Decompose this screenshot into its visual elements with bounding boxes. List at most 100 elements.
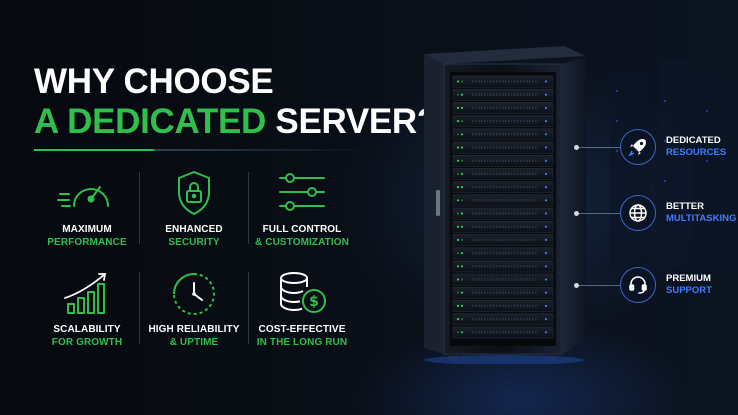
status-led [460, 278, 464, 281]
callout-subtitle: MULTITASKING [666, 213, 737, 224]
status-led [456, 238, 460, 241]
shield-lock-icon [178, 171, 210, 215]
activity-led [544, 120, 548, 123]
status-led [460, 106, 464, 109]
activity-led [544, 291, 548, 294]
status-led [460, 80, 464, 83]
status-led [460, 93, 464, 96]
divider [139, 172, 140, 244]
status-led [456, 133, 460, 136]
status-led [460, 265, 464, 268]
status-led [460, 146, 464, 149]
feature-subtitle: FOR GROWTH [51, 337, 123, 348]
activity-led [544, 318, 548, 321]
activity-led [544, 238, 548, 241]
activity-led [544, 186, 548, 189]
status-led [460, 318, 464, 321]
activity-led [544, 278, 548, 281]
callout-connector [578, 285, 620, 286]
status-led [456, 212, 460, 215]
headline-accent: A DEDICATED [34, 102, 266, 141]
activity-led [544, 133, 548, 136]
connector-dot [574, 145, 579, 150]
status-led [456, 93, 460, 96]
divider [139, 272, 140, 344]
rocket-icon [628, 139, 646, 157]
clock-icon [173, 273, 215, 315]
divider [248, 172, 249, 244]
status-led [456, 331, 460, 334]
feature-subtitle: SECURITY [168, 237, 220, 248]
background-racks [610, 60, 738, 274]
feature-title: HIGH RELIABILITY [148, 324, 240, 335]
status-led [460, 199, 464, 202]
callout-resources: DEDICATED RESOURCES [620, 129, 738, 165]
callout-title: PREMIUM [666, 273, 711, 284]
status-led [460, 212, 464, 215]
status-led [456, 225, 460, 228]
callout-subtitle: RESOURCES [666, 147, 727, 158]
callout-title: DEDICATED [666, 135, 721, 146]
status-led [456, 304, 460, 307]
server-rack-illustration [424, 46, 586, 364]
database-dollar-icon: $ [280, 272, 326, 313]
status-led [460, 159, 464, 162]
connector-dot [574, 283, 579, 288]
feature-subtitle: & UPTIME [169, 337, 219, 348]
connector-dot [574, 211, 579, 216]
sliders-icon [279, 173, 325, 211]
status-led [460, 186, 464, 189]
status-led [460, 225, 464, 228]
callout-icon-circle [620, 195, 656, 231]
status-led [460, 291, 464, 294]
status-led [456, 80, 460, 83]
status-led [456, 265, 460, 268]
activity-led [544, 172, 548, 175]
headline-line-1: WHY CHOOSE [34, 62, 274, 101]
title-underline [34, 149, 372, 151]
svg-text:$: $ [309, 294, 319, 310]
status-led [456, 318, 460, 321]
status-led [460, 238, 464, 241]
activity-led [544, 225, 548, 228]
feature-title: SCALABILITY [53, 324, 121, 335]
activity-led [544, 106, 548, 109]
globe-icon [629, 204, 647, 222]
status-led [456, 120, 460, 123]
status-led [460, 252, 464, 255]
status-led [456, 106, 460, 109]
feature-subtitle: IN THE LONG RUN [256, 337, 348, 348]
activity-led [544, 252, 548, 255]
status-led [456, 291, 460, 294]
callout-support: PREMIUM SUPPORT [620, 267, 738, 303]
feature-title: COST-EFFECTIVE [258, 324, 346, 335]
status-led [460, 172, 464, 175]
feature-subtitle: PERFORMANCE [47, 237, 127, 248]
activity-led [544, 304, 548, 307]
status-led [460, 331, 464, 334]
status-led [456, 172, 460, 175]
callout-icon-circle [620, 267, 656, 303]
feature-title: FULL CONTROL [262, 224, 342, 235]
callout-subtitle: SUPPORT [666, 285, 712, 296]
callout-connector [578, 213, 620, 214]
callout-title: BETTER [666, 201, 704, 212]
activity-led [544, 93, 548, 96]
speedometer-icon [57, 186, 109, 207]
status-led [456, 146, 460, 149]
activity-led [544, 212, 548, 215]
activity-led [544, 265, 548, 268]
status-led [456, 252, 460, 255]
callout-connector [578, 147, 620, 148]
activity-led [544, 80, 548, 83]
feature-title: MAXIMUM [62, 224, 112, 235]
callout-multitasking: BETTER MULTITASKING [620, 195, 738, 231]
status-led [456, 159, 460, 162]
status-led [460, 304, 464, 307]
activity-led [544, 159, 548, 162]
status-led [460, 120, 464, 123]
headset-icon [629, 276, 647, 294]
headline-line-2: A DEDICATED SERVER? [34, 102, 438, 142]
status-led [456, 186, 460, 189]
